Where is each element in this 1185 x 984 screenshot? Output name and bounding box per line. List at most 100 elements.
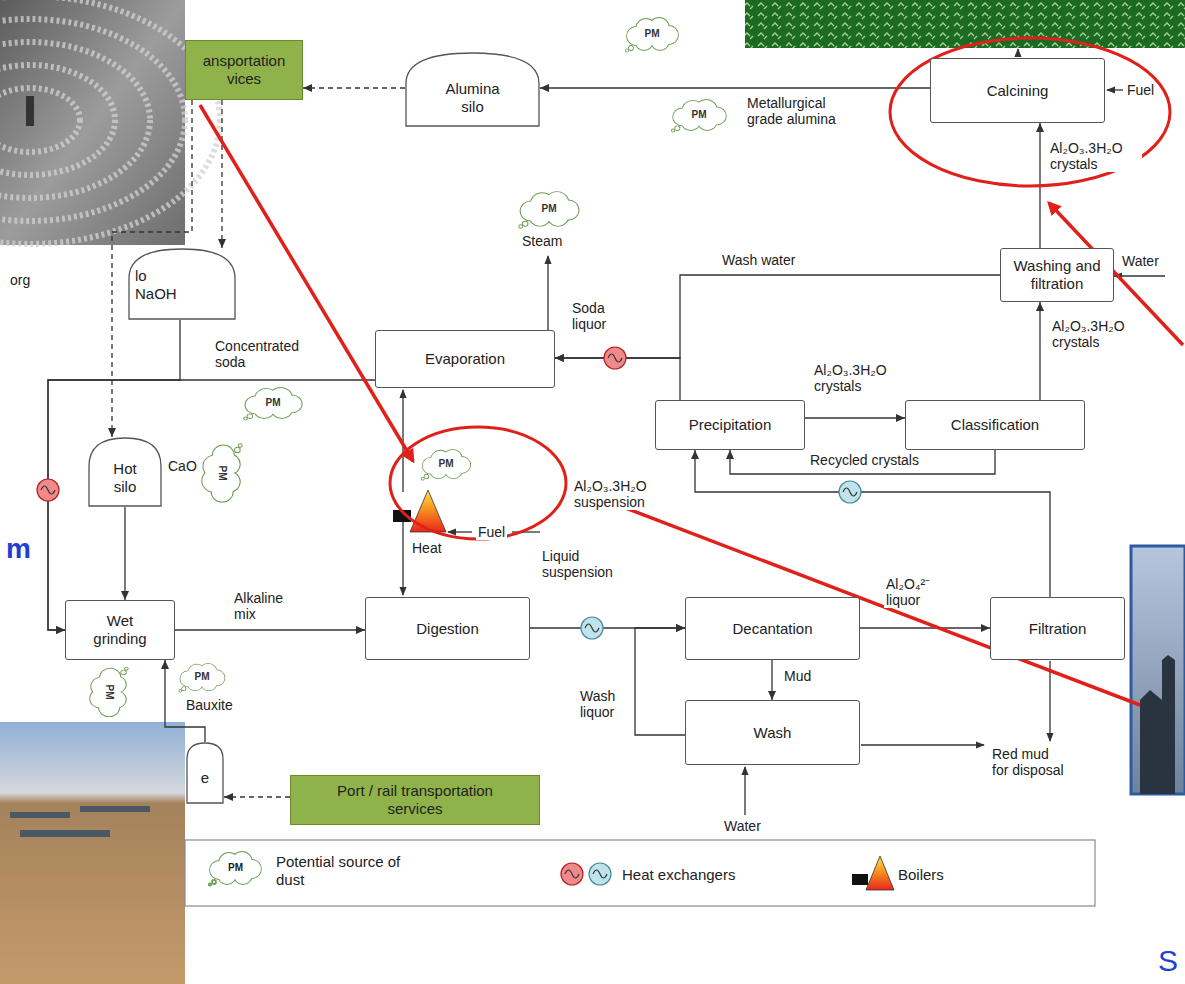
process-box: Wash: [685, 700, 860, 765]
arrow-head: [691, 450, 699, 459]
flow-line: [124, 507, 125, 600]
cloud-lobe: [235, 448, 240, 452]
arrow-head: [676, 624, 685, 632]
flow-line: [695, 450, 1050, 597]
flow-label: Mud: [782, 668, 813, 684]
node-label: PM: [102, 685, 114, 700]
solar-panel-row: [80, 806, 150, 812]
arrow-head: [121, 591, 129, 600]
flow-connector: [175, 626, 365, 634]
flow-label: Wash water: [720, 252, 797, 268]
legend-heat-exchanger: [589, 863, 611, 885]
heat-exchanger-wave: [585, 624, 599, 632]
flow-connector: [218, 100, 226, 248]
arrow-head: [161, 660, 169, 669]
node-label: PM: [692, 109, 707, 121]
cloud-lobe: [244, 417, 247, 419]
flow-connector: [860, 624, 990, 632]
process-box: Wet grinding: [65, 600, 175, 660]
cloud-lobe: [239, 444, 242, 447]
arrow-head: [224, 793, 233, 801]
steam-arrow: [547, 256, 548, 330]
fuel-arrow: [448, 531, 472, 532]
silo-body: [89, 438, 161, 506]
boiler-base: [852, 874, 868, 885]
heliostat-ring: [0, 65, 115, 175]
heat-exchanger: [839, 481, 861, 503]
dust-cloud: PM: [88, 664, 128, 720]
process-box: Decantation: [685, 597, 860, 660]
process-box: Evaporation: [375, 330, 555, 388]
legend-boiler-icon: [852, 856, 894, 890]
cloud-lobe: [523, 222, 528, 226]
flow-line: [303, 87, 405, 88]
cloud-lobe: [629, 46, 633, 50]
flow-line: [555, 275, 1000, 358]
flow-connector: [224, 793, 290, 801]
flow-connector: [48, 380, 375, 634]
arrow-head: [555, 354, 564, 362]
heat-exchanger: [581, 617, 603, 639]
cloud-fill: [210, 852, 261, 884]
red-mud-arrow: [1049, 661, 1050, 741]
annotation-label: S: [1156, 944, 1180, 979]
flow-line: [175, 629, 365, 630]
node-label: Filtration: [1029, 620, 1087, 638]
flow-line: [730, 450, 995, 474]
flow-line: [48, 320, 180, 630]
node-label: PM: [266, 397, 281, 409]
photo-heliostat-field: [0, 0, 185, 245]
flow-connector: [1036, 302, 1044, 400]
heliostat-ring: [0, 88, 80, 152]
silo-shape: Alumina silo: [405, 52, 540, 127]
node-label: Wash: [754, 724, 792, 742]
arrow-head: [540, 84, 549, 92]
cloud-lobe: [672, 129, 674, 131]
boiler-flame: [866, 856, 894, 890]
cloud-lobe: [125, 668, 128, 670]
heliostat-ring: [0, 19, 185, 221]
flow-label: Recycled crystals: [808, 452, 921, 468]
flow-connector: [540, 84, 930, 92]
plant-silhouette: [1140, 655, 1175, 794]
annotation-label: Fuel: [1125, 82, 1156, 98]
photo-desert: [0, 722, 185, 984]
cloud-lobe: [519, 225, 522, 228]
water-arrow: [744, 767, 745, 815]
dust-cloud: PM: [622, 16, 682, 52]
process-box: Classification: [905, 400, 1085, 450]
flow-line: [224, 796, 290, 797]
node-label: lo NaOH: [135, 267, 185, 303]
heat-arrow: [402, 512, 403, 595]
cloud-lobe: [179, 690, 181, 692]
flow-label: Concentrated soda: [213, 338, 317, 370]
heat-exchanger-body: [589, 863, 611, 885]
silo-body: [187, 743, 223, 803]
cloud-lobe: [209, 883, 211, 885]
heliostat-ring: [0, 0, 220, 244]
flow-connector: [726, 450, 995, 474]
annotation-label: m: [4, 533, 33, 565]
flow-connector: [121, 507, 129, 600]
node-label: Alumina silo: [438, 80, 508, 116]
annotation-label: Red mud for disposal: [990, 746, 1070, 778]
arrow-head: [108, 428, 116, 437]
cloud-lobe: [672, 129, 674, 131]
flow-label: Liquid suspension: [540, 548, 624, 580]
dust-cloud: PM: [668, 98, 730, 132]
flow-label: Al₂O₃.3H₂O crystals: [1050, 318, 1144, 350]
arrow-head: [56, 626, 65, 634]
heat-exchanger-wave: [41, 486, 55, 494]
legend-frame: [185, 840, 1095, 906]
cloud-lobe: [425, 475, 429, 479]
solar-panel-row: [10, 812, 70, 818]
heat-exchanger-body: [581, 617, 603, 639]
service-box: ansportation vices: [185, 40, 303, 100]
cloud-lobe: [422, 478, 424, 480]
cloud-lobe: [235, 448, 240, 452]
arrow-head: [768, 691, 776, 700]
node-label: e: [201, 769, 209, 787]
flow-connector: [805, 414, 905, 422]
flow-label: Soda liquor: [570, 300, 624, 332]
